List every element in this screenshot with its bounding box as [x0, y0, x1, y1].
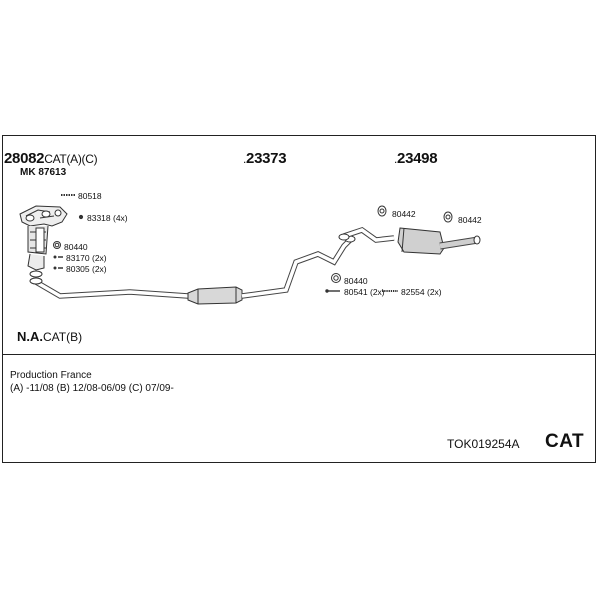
manifold-kit-number[interactable]: MK 87613: [20, 167, 67, 178]
gasket-icon: [53, 241, 61, 249]
system-code: TOK019254A: [447, 437, 520, 451]
callout-80518[interactable]: 80518: [78, 191, 102, 201]
production-notes: Production France (A) -11/08 (B) 12/08-0…: [10, 369, 174, 395]
rear-silencer-drawing[interactable]: [338, 226, 481, 255]
diagram-frame: [2, 135, 596, 463]
callout-82554[interactable]: 82554 (2x): [401, 287, 442, 297]
production-date-ranges: (A) -11/08 (B) 12/08-06/09 (C) 07/09-: [10, 383, 174, 394]
callout-80442-left[interactable]: 80442: [392, 209, 416, 219]
mid-pipe-drawing[interactable]: [241, 235, 356, 299]
rubber-mount-icon: [377, 205, 387, 217]
middle-silencer-drawing[interactable]: [187, 286, 243, 305]
production-location: Production France: [10, 370, 92, 381]
bolt-icon: [325, 289, 340, 293]
callout-80442-right[interactable]: 80442: [458, 215, 482, 225]
callout-80440-rear[interactable]: 80440: [344, 276, 368, 286]
manifold-part-number[interactable]: 28082CAT(A)(C): [4, 150, 98, 167]
manifold-catalyst-drawing[interactable]: [19, 205, 68, 278]
rear-silencer-part-number[interactable]: .23498: [394, 150, 438, 167]
variant-label: N.A.CAT(B): [17, 329, 83, 344]
callout-83170[interactable]: 83170 (2x): [66, 253, 107, 263]
mid-pipe-part-number[interactable]: .23373: [243, 150, 287, 167]
callout-80541[interactable]: 80541 (2x): [344, 287, 385, 297]
front-pipe-drawing[interactable]: [29, 277, 189, 299]
callout-80440-front[interactable]: 80440: [64, 242, 88, 252]
spring-icon: [53, 255, 63, 270]
gasket-icon: [331, 273, 341, 283]
category-label: CAT: [545, 431, 585, 452]
section-divider: [2, 354, 596, 355]
callout-80305[interactable]: 80305 (2x): [66, 264, 107, 274]
callout-83318[interactable]: 83318 (4x): [87, 213, 128, 223]
rubber-mount-icon: [443, 211, 453, 223]
bolt-icon: [78, 214, 84, 220]
